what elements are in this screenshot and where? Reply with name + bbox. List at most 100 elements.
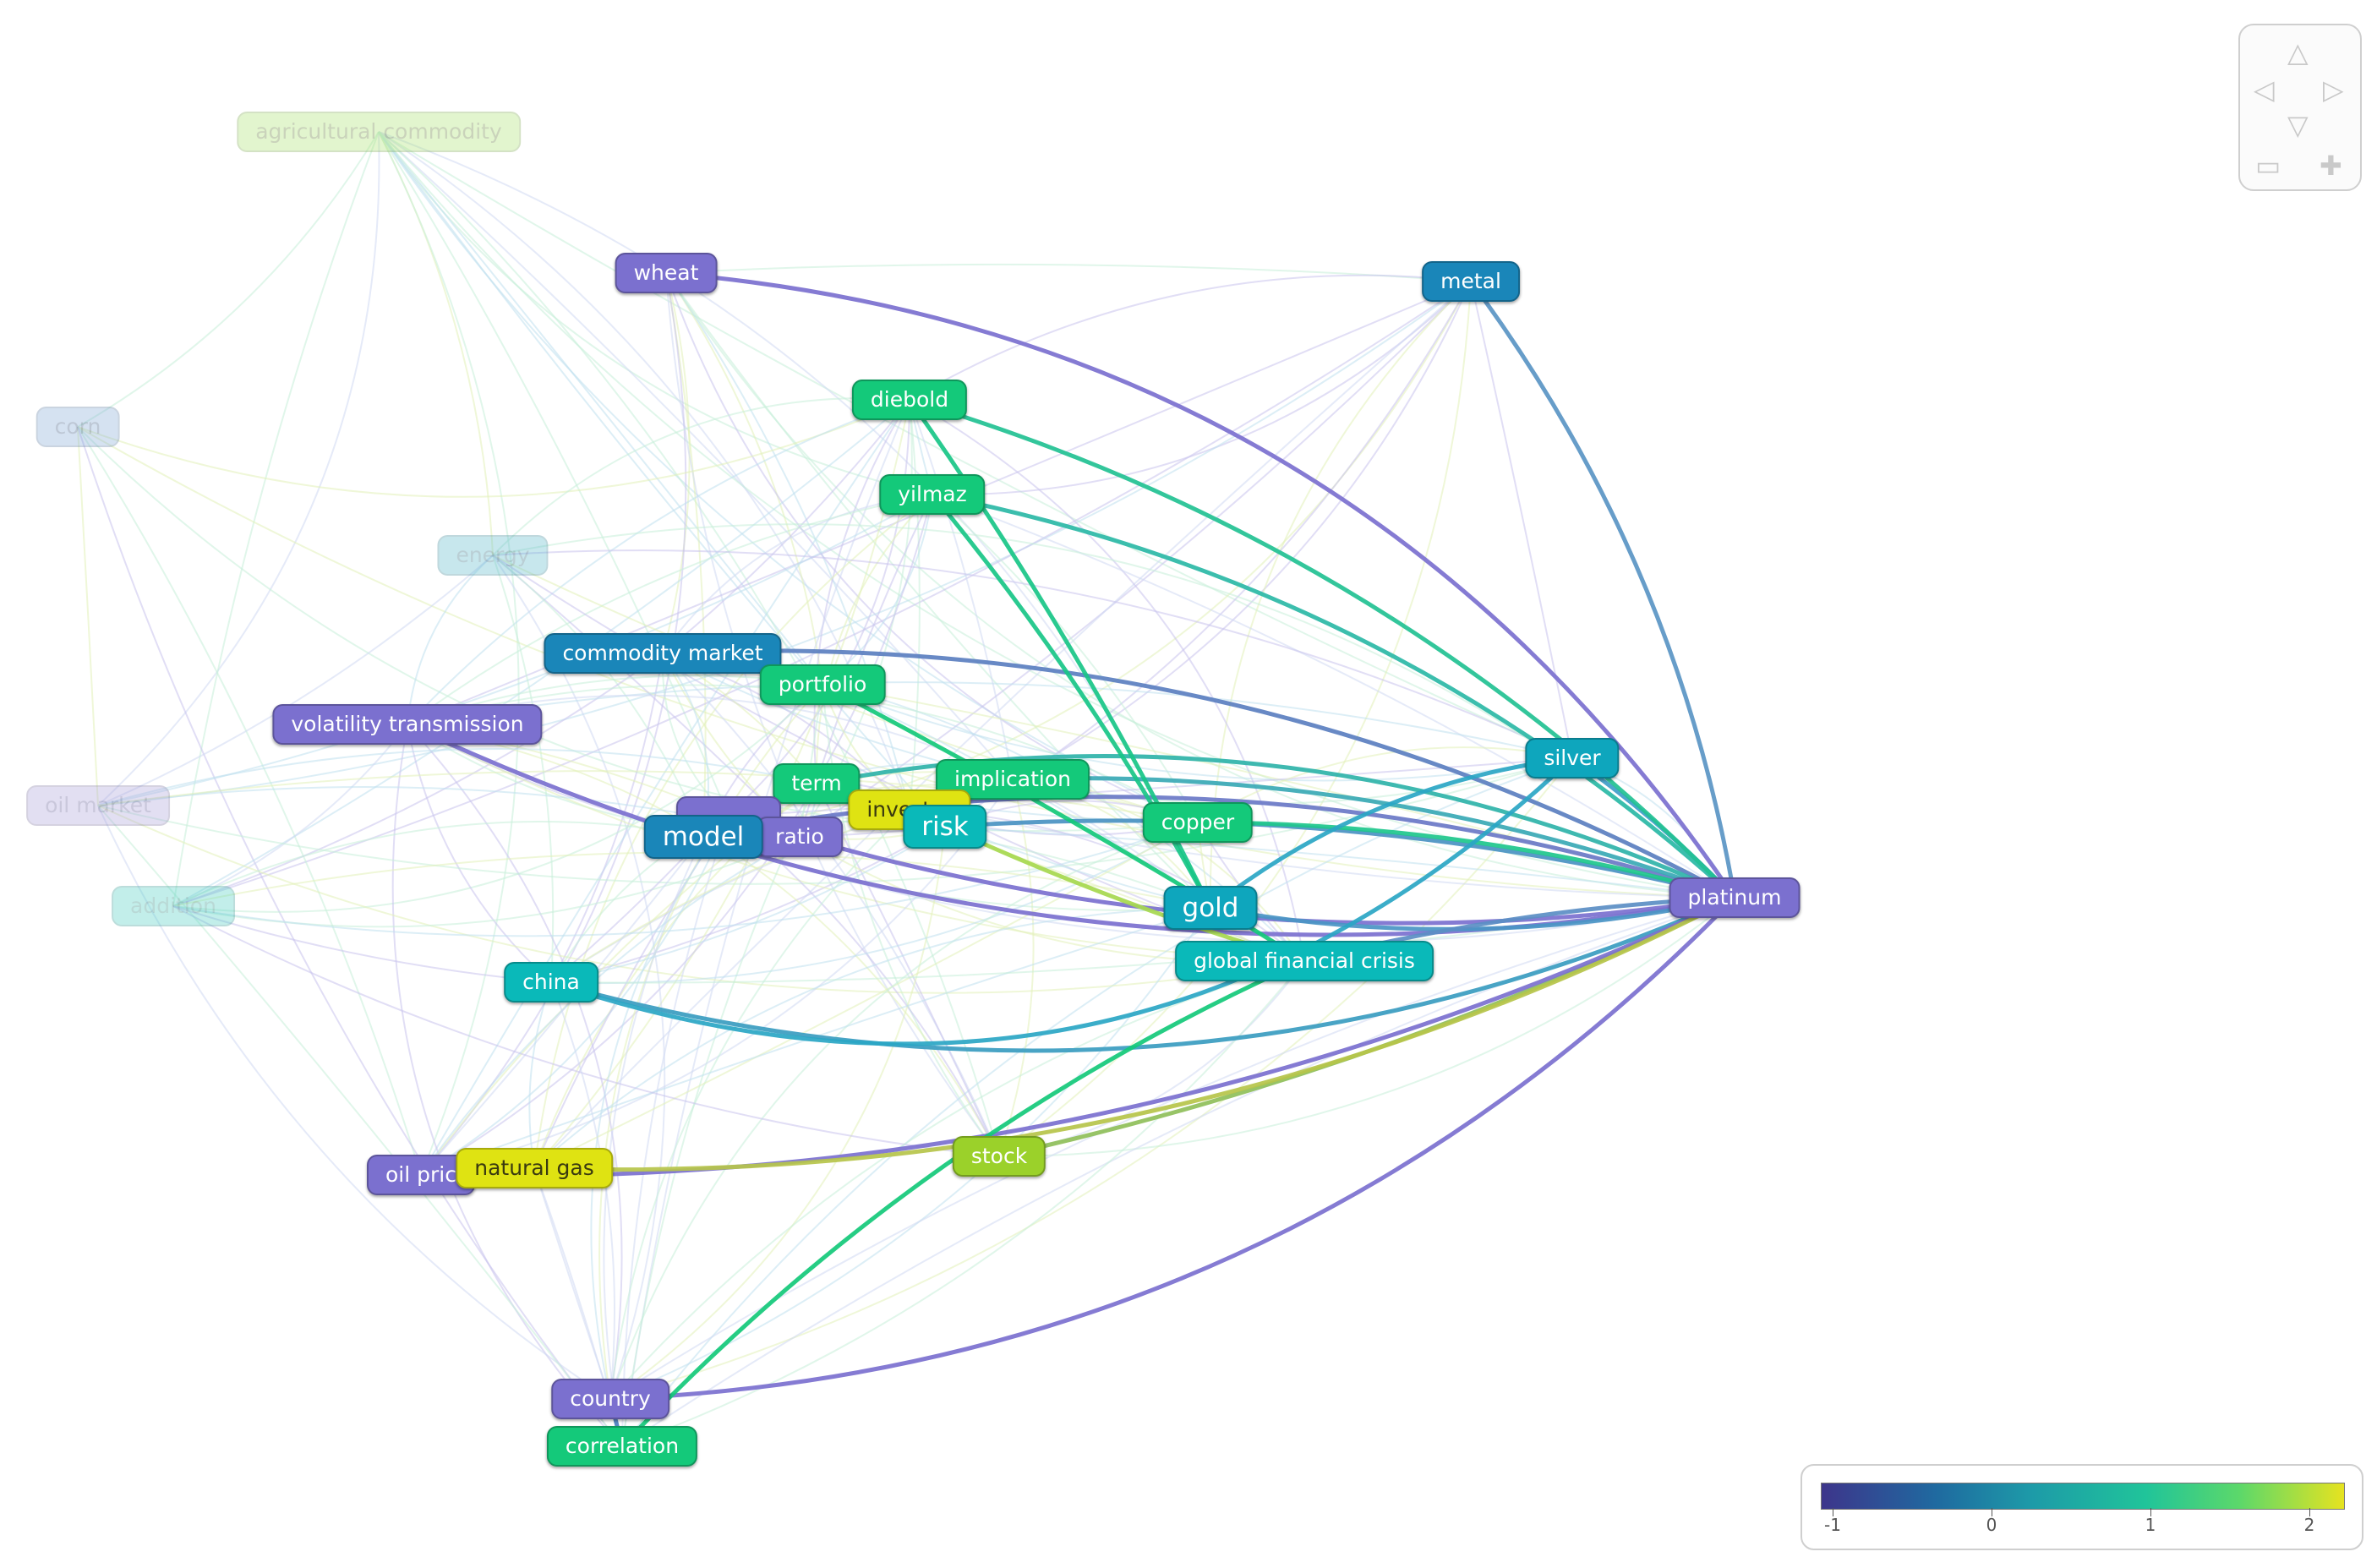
node-volatility-transmission[interactable]: volatility transmission (272, 704, 543, 745)
background-edge (665, 272, 1000, 1157)
background-edge (378, 131, 520, 1176)
background-edge (77, 426, 99, 806)
background-edge (909, 399, 1014, 780)
node-silver[interactable]: silver (1525, 738, 1620, 779)
node-risk[interactable]: risk (903, 805, 987, 849)
node-platinum[interactable]: platinum (1669, 877, 1801, 918)
node-metal[interactable]: metal (1422, 261, 1520, 302)
background-edge (407, 399, 910, 725)
background-edge (909, 274, 1472, 401)
background-edge (665, 272, 1199, 823)
edge-gold-silver (1209, 756, 1573, 910)
pan-right-icon[interactable]: ▷ (2323, 74, 2344, 106)
node-model[interactable]: model (643, 815, 763, 859)
background-edge (609, 757, 1573, 1400)
background-edge (378, 131, 1000, 1157)
background-edge (609, 809, 910, 1400)
background-edge (492, 549, 1573, 759)
node-natural-gas[interactable]: natural gas (456, 1148, 613, 1188)
legend-tick-label: 2 (2303, 1515, 2315, 1535)
background-edge (932, 281, 1472, 496)
node-ratio[interactable]: ratio (757, 817, 843, 857)
background-edge (492, 555, 555, 983)
node-stock[interactable]: stock (952, 1136, 1046, 1177)
background-edge (799, 281, 1472, 838)
background-edge (407, 681, 1573, 759)
node-country[interactable]: country (551, 1379, 669, 1419)
background-edge (550, 653, 664, 983)
background-edge (420, 399, 910, 1176)
background-edge (621, 960, 1305, 1447)
background-edge (378, 131, 494, 556)
edge-silver-china (550, 757, 1574, 1046)
background-edge (97, 805, 611, 1400)
background-edge (172, 822, 1199, 937)
pan-down-icon[interactable]: ▽ (2287, 109, 2309, 141)
navigation-control[interactable]: △ ◁ ▷ ▽ ▭ ✚ (2238, 24, 2362, 191)
background-edge (998, 779, 1035, 1157)
edge-platinum-risk (944, 818, 1735, 900)
node-global-financial-crisis[interactable]: global financial crisis (1175, 941, 1434, 981)
background-edge (172, 821, 704, 907)
node-commodity-market[interactable]: commodity market (544, 633, 782, 674)
node-addition[interactable]: addition (112, 886, 235, 926)
background-edge (621, 816, 729, 1447)
highlighted-edges (406, 270, 1737, 1448)
node-term[interactable]: term (773, 763, 861, 804)
edge-platinum-china (550, 895, 1736, 1053)
background-edge (172, 684, 823, 913)
node-corn[interactable]: corn (36, 407, 120, 447)
zoom-out-icon[interactable]: ▭ (2255, 150, 2281, 182)
node-yilmaz[interactable]: yilmaz (879, 474, 986, 515)
background-edge (662, 399, 910, 654)
background-edge (998, 897, 1735, 1157)
node-wheat[interactable]: wheat (615, 253, 718, 293)
background-edge (77, 131, 380, 428)
edge-platinum-ratio (799, 834, 1735, 926)
edge-platinum-metal (1468, 280, 1737, 899)
background-edge (378, 131, 1573, 759)
background-edge (97, 131, 380, 806)
background-edge (1470, 281, 1573, 759)
background-edge (378, 131, 1199, 823)
background-edge (492, 397, 910, 556)
node-gold[interactable]: gold (1163, 886, 1258, 930)
node-china[interactable]: china (504, 962, 598, 1003)
background-edge (407, 724, 623, 1400)
legend-tick-label: 1 (2145, 1515, 2156, 1535)
background-edge (665, 272, 1735, 899)
node-agricultural-commodity[interactable]: agricultural commodity (237, 112, 521, 152)
node-correlation[interactable]: correlation (546, 1426, 698, 1467)
background-edge (662, 272, 691, 654)
background-edge (609, 960, 1305, 1400)
node-portfolio[interactable]: portfolio (759, 664, 886, 705)
edge-platinum-gold (1210, 895, 1735, 932)
background-edge (97, 555, 494, 806)
pan-up-icon[interactable]: △ (2287, 36, 2309, 68)
node-oil-market[interactable]: oil market (26, 785, 170, 826)
background-edge (492, 555, 704, 838)
node-copper[interactable]: copper (1142, 802, 1254, 843)
zoom-in-icon[interactable]: ✚ (2320, 150, 2342, 182)
background-edge (407, 494, 933, 725)
background-edge (172, 905, 1000, 1157)
background-edge (598, 684, 823, 1400)
legend-tick-label: -1 (1824, 1515, 1841, 1535)
background-edge (1197, 746, 1573, 823)
background-edge (944, 826, 1735, 899)
background-edge (932, 494, 1735, 899)
legend-tick-label: 0 (1986, 1515, 1997, 1535)
node-diebold[interactable]: diebold (851, 380, 968, 420)
background-edge (378, 131, 1014, 780)
pan-left-icon[interactable]: ◁ (2254, 74, 2275, 106)
background-edge (420, 272, 687, 1176)
background-edge (77, 426, 623, 1447)
background-edge (533, 822, 1199, 1169)
background-edge (407, 724, 552, 983)
node-energy[interactable]: energy (437, 535, 549, 576)
background-edge (590, 816, 729, 1400)
background-edge (407, 694, 1211, 909)
background-edge (665, 263, 1472, 282)
